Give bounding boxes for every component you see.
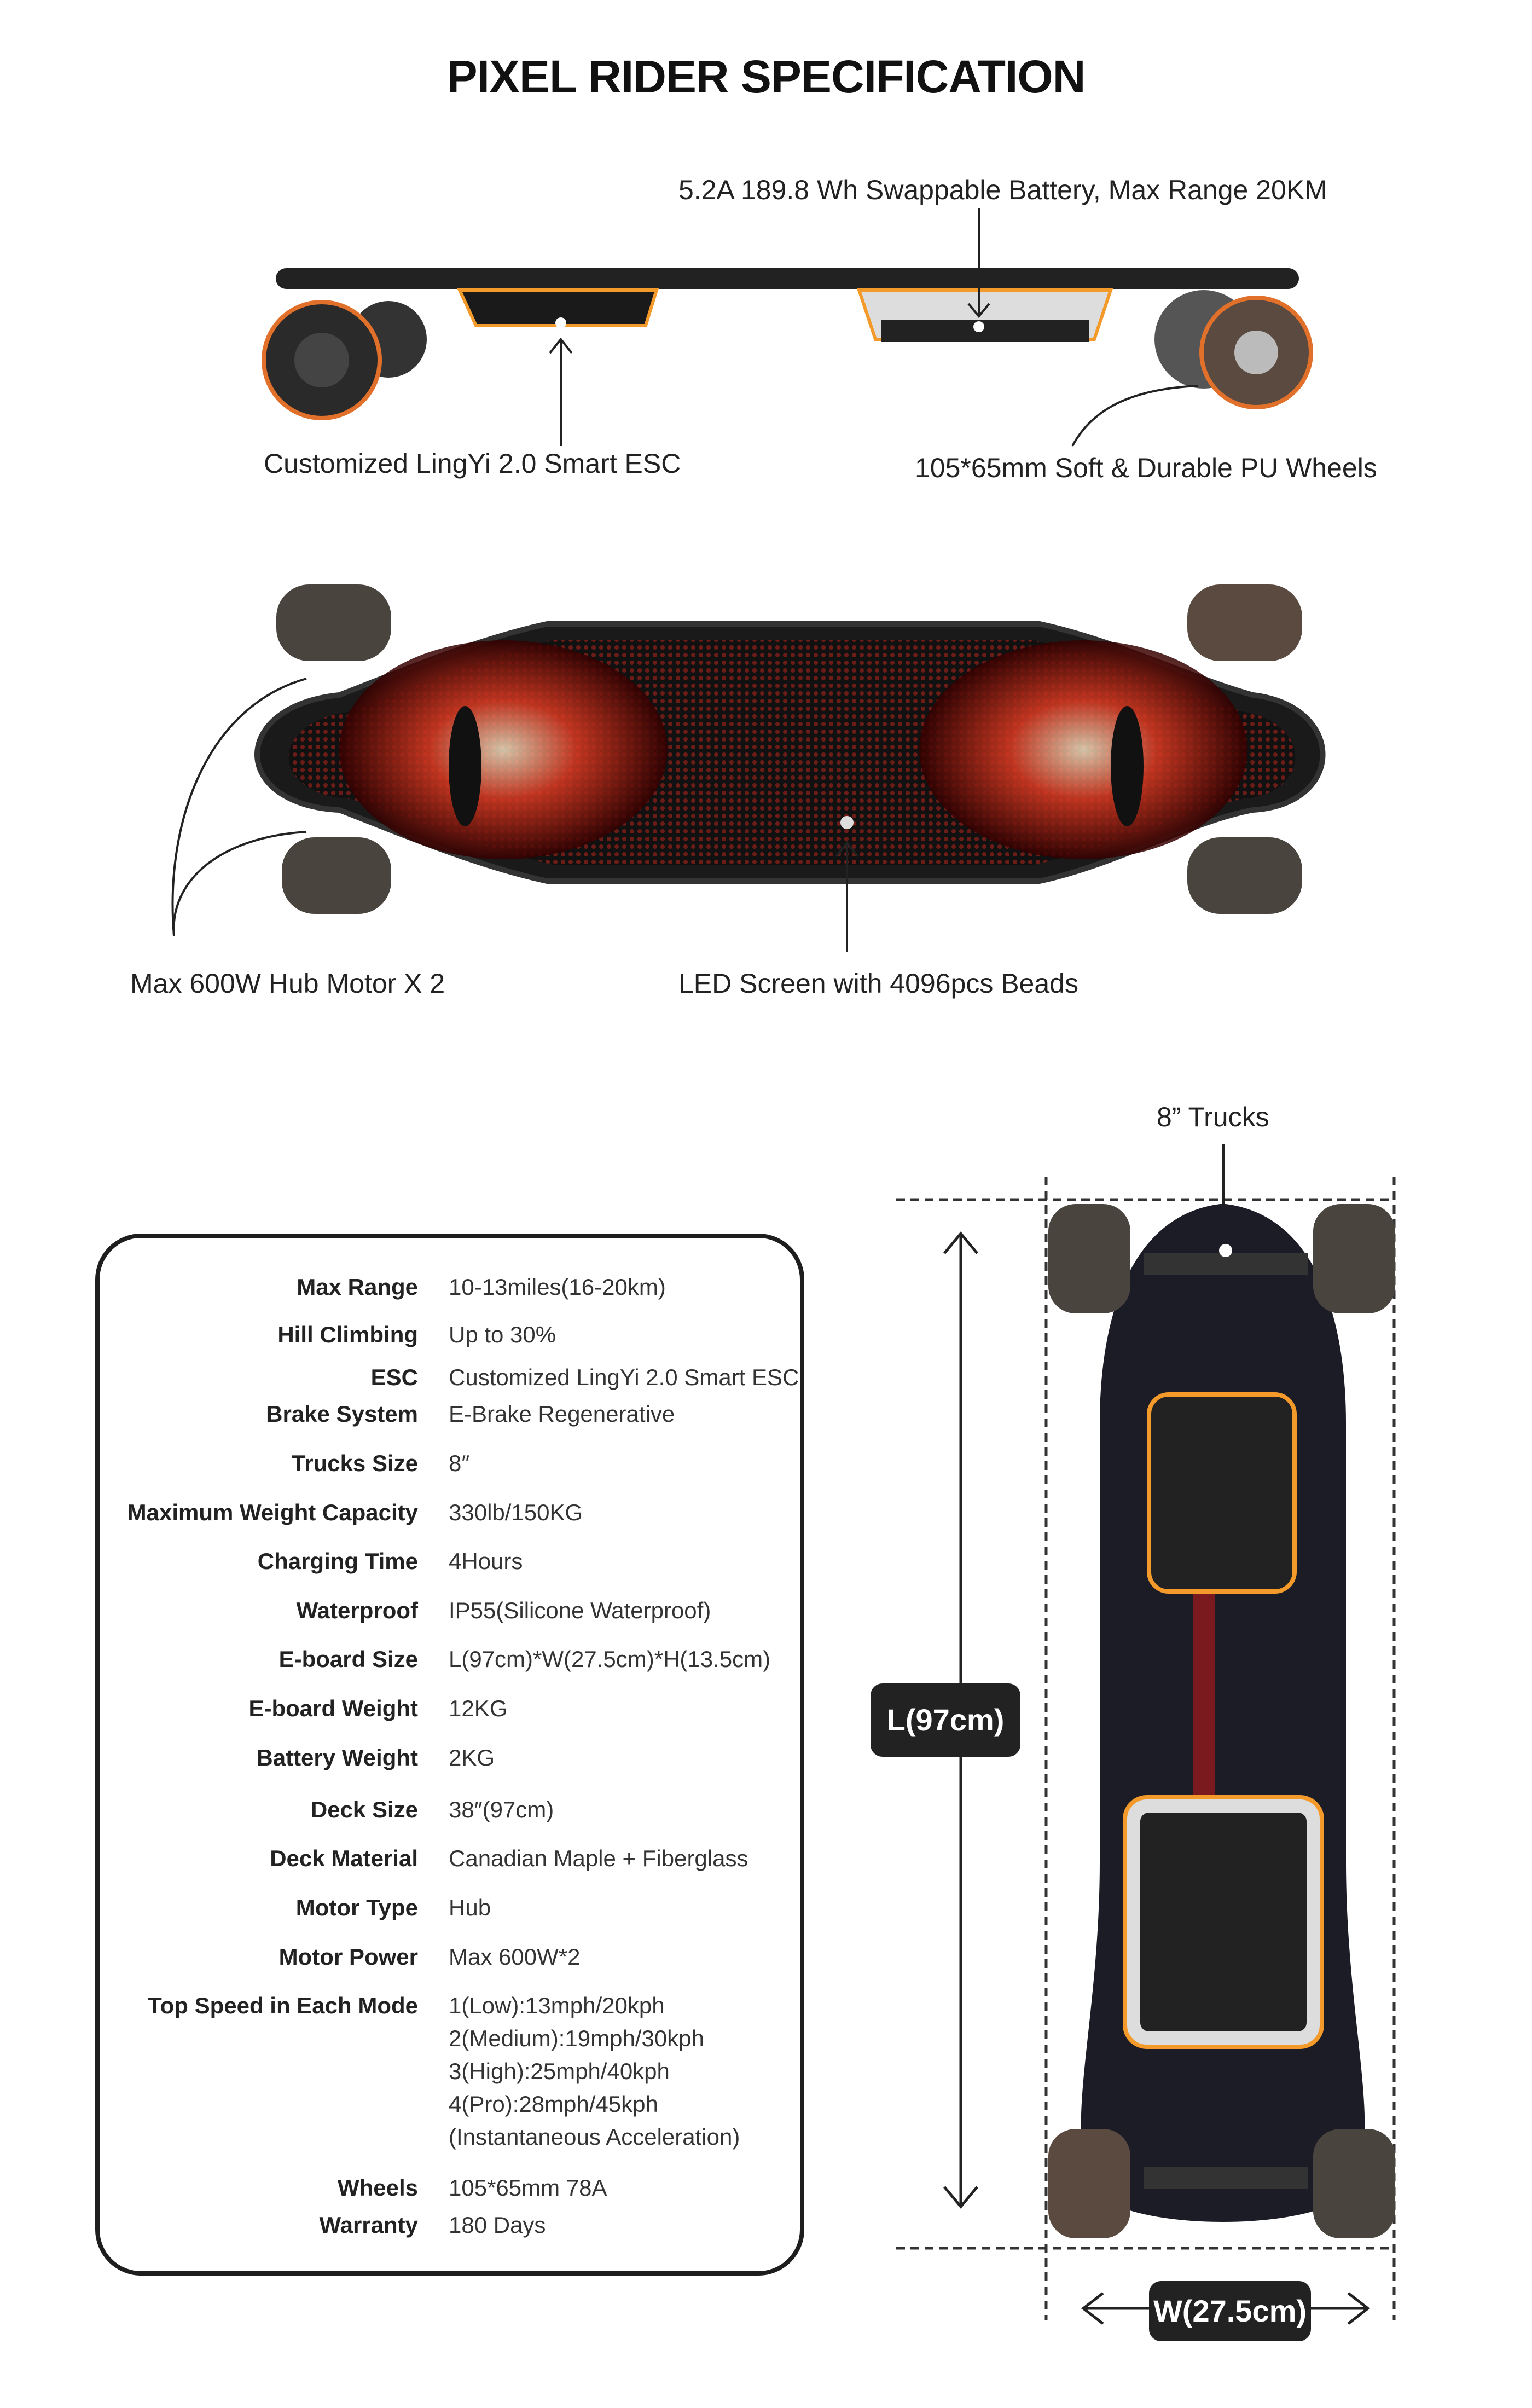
spec-value: 12KG: [449, 1695, 508, 1721]
spec-value: 2KG: [449, 1745, 495, 1770]
spec-label: Waterproof: [296, 1597, 418, 1623]
page-title: PIXEL RIDER SPECIFICATION: [446, 51, 1086, 102]
spec-label: E-board Size: [278, 1646, 418, 1672]
spec-label: Deck Material: [270, 1845, 418, 1871]
spec-value: Canadian Maple + Fiberglass: [449, 1845, 748, 1871]
spec-value: Max 600W*2: [449, 1944, 581, 1970]
spec-value: 8″: [449, 1450, 470, 1476]
spec-label: Motor Power: [278, 1944, 418, 1970]
spec-value: 105*65mm 78A: [449, 2175, 607, 2201]
spec-value: 4(Pro):28mph/45kph: [449, 2091, 658, 2117]
spec-label: Motor Type: [295, 1895, 418, 1920]
spec-label: Battery Weight: [256, 1745, 418, 1770]
wheels-callout: 105*65mm Soft & Durable PU Wheels: [915, 453, 1377, 483]
spec-label: Warranty: [319, 2212, 419, 2238]
spec-value: Hub: [449, 1895, 491, 1920]
led-callout: LED Screen with 4096pcs Beads: [678, 968, 1078, 999]
spec-value: IP55(Silicone Waterproof): [449, 1597, 711, 1623]
spec-label: Deck Size: [310, 1797, 418, 1822]
spec-label: Brake System: [266, 1401, 418, 1427]
spec-value: E-Brake Regenerative: [449, 1401, 675, 1427]
side-view-board: [262, 208, 1313, 447]
spec-value: (Instantaneous Acceleration): [449, 2124, 740, 2150]
spec-table: [95, 1234, 804, 2276]
spec-label: Max Range: [297, 1274, 418, 1300]
spec-value: Up to 30%: [449, 1322, 556, 1347]
trucks-callout: 8” Trucks: [1157, 1102, 1269, 1132]
spec-label: Wheels: [337, 2175, 418, 2201]
spec-label: Top Speed in Each Mode: [148, 1993, 418, 2018]
spec-label: Trucks Size: [291, 1450, 418, 1476]
length-badge: L(97cm): [871, 1683, 1020, 1757]
spec-label: E-board Weight: [248, 1695, 418, 1721]
spec-value: 4Hours: [449, 1548, 523, 1574]
spec-value: 330lb/150KG: [449, 1500, 583, 1525]
spec-label: Charging Time: [257, 1548, 418, 1574]
spec-value: 1(Low):13mph/20kph: [449, 1993, 665, 2018]
battery-callout: 5.2A 189.8 Wh Swappable Battery, Max Ran…: [678, 175, 1327, 205]
spec-label: Maximum Weight Capacity: [127, 1500, 418, 1525]
spec-value: 3(High):25mph/40kph: [449, 2058, 670, 2084]
spec-label: Hill Climbing: [277, 1322, 418, 1347]
spec-value: L(97cm)*W(27.5cm)*H(13.5cm): [449, 1646, 771, 1672]
width-badge: W(27.5cm): [1149, 2281, 1311, 2341]
spec-value: 180 Days: [449, 2212, 546, 2238]
spec-value: Customized LingYi 2.0 Smart ESC: [449, 1364, 799, 1390]
spec-label: ESC: [370, 1364, 418, 1390]
motor-callout: Max 600W Hub Motor X 2: [130, 968, 445, 999]
led-view-board: [171, 584, 1326, 952]
spec-value: 2(Medium):19mph/30kph: [449, 2025, 704, 2051]
esc-callout: Customized LingYi 2.0 Smart ESC: [264, 448, 681, 479]
spec-value: 38″(97cm): [449, 1797, 554, 1822]
spec-value: 10-13miles(16-20km): [449, 1274, 666, 1300]
